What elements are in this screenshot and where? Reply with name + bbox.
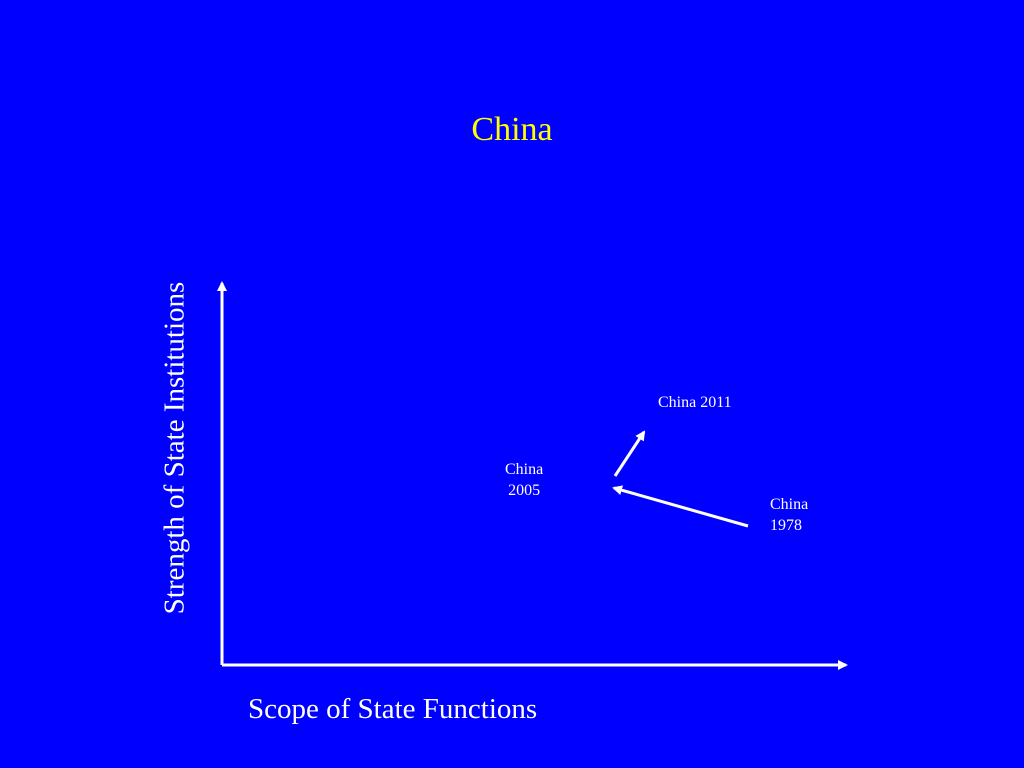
- label-china-1978: China 1978: [770, 495, 808, 537]
- label-china-2005-line2: 2005: [508, 481, 541, 499]
- label-china-2005-line1: China: [505, 461, 544, 478]
- y-axis-label: Strength of State Institutions: [158, 281, 191, 615]
- label-china-1978-line1: China: [770, 496, 809, 513]
- arrow-2005-to-2011: [613, 430, 646, 477]
- x-axis-label: Scope of State Functions: [248, 693, 538, 725]
- label-china-1978-line2: 1978: [770, 516, 802, 534]
- arrow-1978-to-2005: [612, 485, 749, 528]
- label-china-2005: China 2005: [505, 460, 543, 502]
- slide-title: China: [471, 111, 553, 148]
- label-china-2011: China 2011: [658, 394, 732, 411]
